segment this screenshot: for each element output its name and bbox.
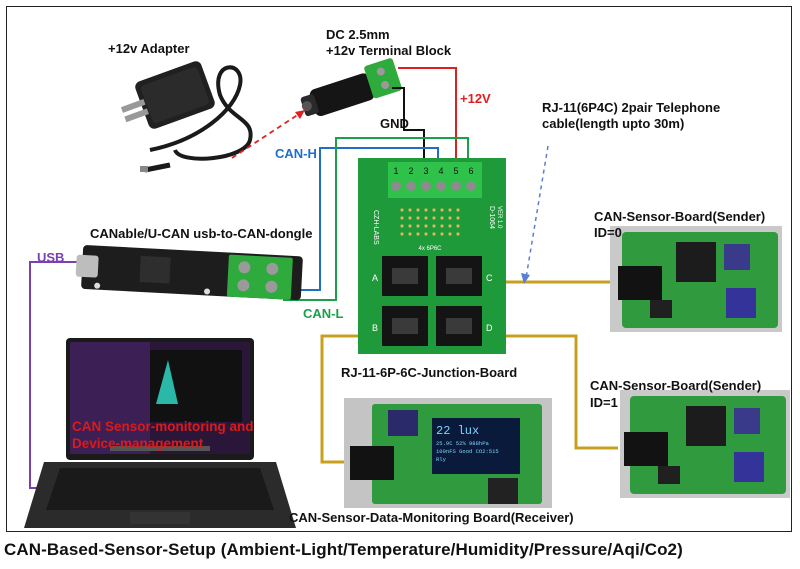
port-b-label: B	[372, 323, 378, 333]
terminal-number-4: 4	[438, 166, 443, 176]
diagram-frame	[6, 6, 792, 532]
laptop-label-line1: CAN Sensor-monitoring and	[72, 419, 254, 434]
terminal-number-6: 6	[468, 166, 473, 176]
terminal-number-3: 3	[423, 166, 428, 176]
can-h-label: CAN-H	[275, 146, 317, 161]
usb-label: USB	[37, 250, 65, 265]
cable-label-pointer	[525, 145, 549, 279]
oled-line-4: Rly	[436, 456, 447, 463]
wire-12v	[398, 67, 457, 183]
junction-board	[358, 158, 506, 354]
cable-port-d-sender1	[462, 334, 618, 450]
dc-jack-label-line2: +12v Terminal Block	[326, 43, 452, 58]
sender0-label-line1: CAN-Sensor-Board(Sender)	[594, 209, 766, 224]
cable-label-line1: RJ-11(6P4C) 2pair Telephone	[542, 100, 721, 115]
port-c-label: C	[486, 273, 493, 283]
rj11-jacks	[382, 256, 482, 346]
sender1-label-line2: ID=1	[590, 395, 618, 410]
adapter-label: +12v Adapter	[108, 41, 190, 56]
pin-header	[400, 208, 460, 236]
receiver-label: CAN-Sensor-Data-Monitoring Board(Receive…	[289, 510, 574, 525]
board-version-label: VER 1.0	[496, 206, 502, 229]
receiver-board	[344, 398, 552, 508]
wire-can-l	[283, 137, 469, 301]
terminal-number-1: 1	[393, 166, 398, 176]
terminal-screws	[391, 181, 476, 191]
cable-label-line2: cable(length upto 30m)	[542, 116, 685, 131]
oled-line-1: 22 lux	[436, 424, 479, 438]
gnd-label: GND	[380, 116, 409, 131]
dongle-label: CANable/U-CAN usb-to-CAN-dongle	[90, 226, 313, 241]
sensor-board-id1	[620, 390, 790, 498]
pin-header-label: 4x 6P6C	[418, 246, 442, 252]
laptop-label-line2: Device-management	[72, 436, 204, 451]
laptop-image	[24, 338, 296, 528]
v12-label: +12V	[460, 91, 491, 106]
dc-jack-image	[300, 58, 402, 117]
dc-jack-label-line1: DC 2.5mm	[326, 27, 390, 42]
usb-can-dongle	[75, 245, 303, 301]
oled-line-3: 100nFS Good CO2:515	[436, 448, 499, 455]
port-d-label: D	[486, 323, 493, 333]
sensor-board-id0	[610, 226, 782, 332]
terminal-number-2: 2	[408, 166, 413, 176]
junction-board-label: RJ-11-6P-6C-Junction-Board	[341, 365, 518, 380]
adapter-to-jack-arrow	[231, 111, 303, 159]
terminal-number-5: 5	[453, 166, 458, 176]
port-a-label: A	[372, 273, 378, 283]
sender1-label-line1: CAN-Sensor-Board(Sender)	[590, 378, 762, 393]
adapter-image	[120, 61, 253, 173]
can-l-label: CAN-L	[303, 306, 344, 321]
oled-line-2: 25.9C 52% 988hPa	[436, 440, 490, 447]
board-model-label: D-1064	[488, 206, 495, 229]
sender0-label-line2: ID=0	[594, 225, 622, 240]
figure-caption: CAN-Based-Sensor-Setup (Ambient-Light/Te…	[4, 540, 683, 559]
board-vendor-label: CZH-LABS	[372, 210, 379, 245]
